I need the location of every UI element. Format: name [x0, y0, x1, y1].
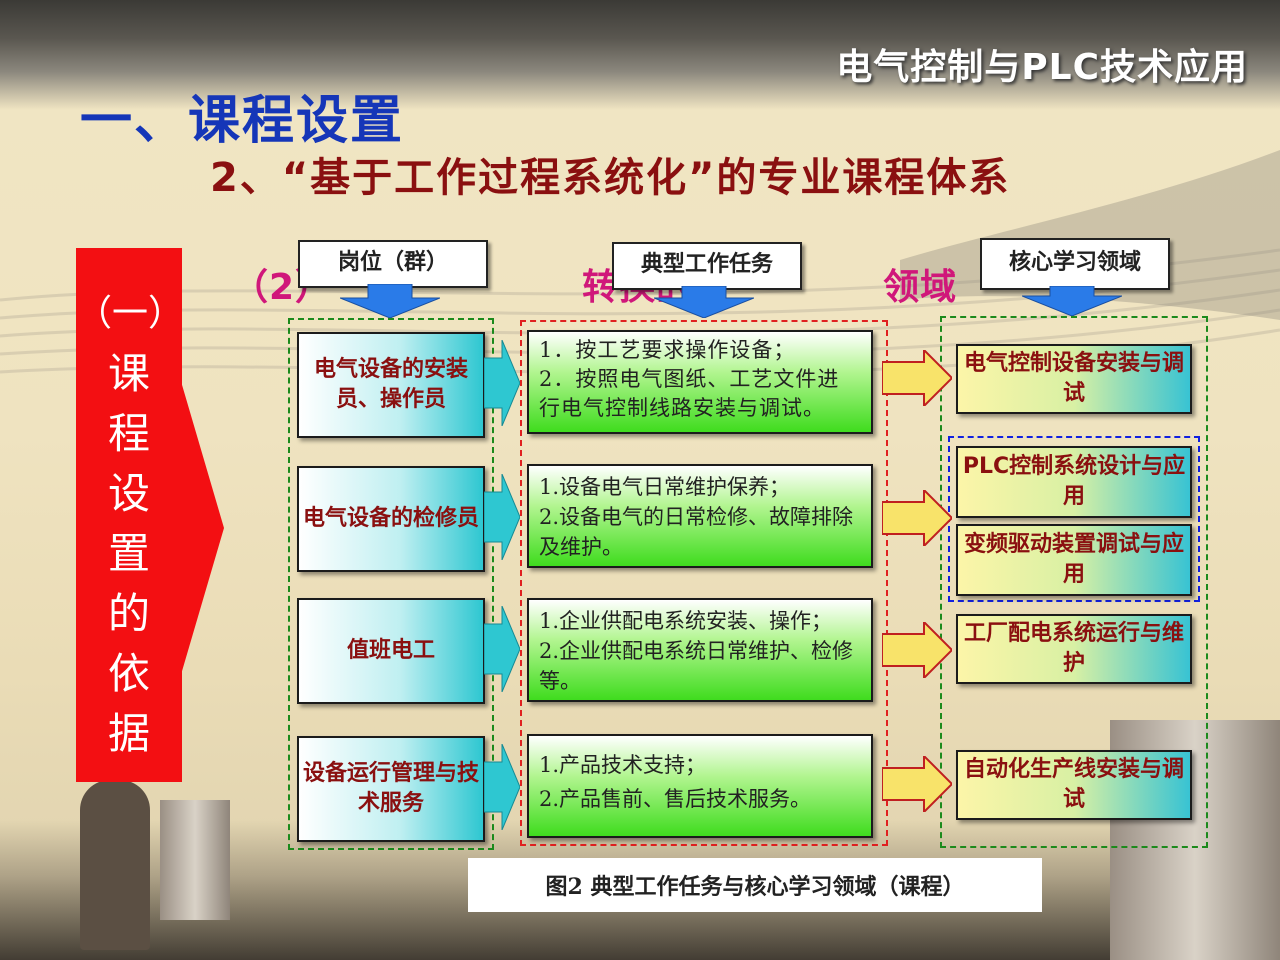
- task-item: 2.产品售前、售后技术服务。: [539, 787, 812, 811]
- right-arrow-icon: [882, 756, 952, 812]
- sub-heading-fragment-2: 领域: [883, 267, 958, 308]
- course-name: 电气控制与PLC技术应用: [836, 47, 1248, 88]
- task-box: 1.企业供配电系统安装、操作； 2.企业供配电系统日常维护、检修等。: [527, 598, 873, 702]
- task-item: 2.企业供配电系统日常维护、检修等。: [539, 639, 854, 693]
- side-label-box: [76, 248, 182, 782]
- right-arrow-icon: [484, 340, 520, 426]
- down-arrow-icon: [340, 284, 440, 318]
- role-box: 电气设备的检修员: [297, 466, 485, 572]
- right-arrow-icon: [882, 490, 952, 546]
- task-item: 1.企业供配电系统安装、操作；: [539, 609, 833, 633]
- roles-group: [288, 318, 494, 850]
- section-subtitle: 2、“基于工作过程系统化”的专业课程体系: [210, 155, 1011, 201]
- task-item: 1．按工艺要求操作设备；: [539, 338, 796, 362]
- task-item: 2．按照电气图纸、工艺文件进行电气控制线路安装与调试。: [539, 367, 840, 420]
- role-box: 设备运行管理与技术服务: [297, 736, 485, 842]
- figure-caption: 图2 典型工作任务与核心学习领域（课程）: [468, 858, 1042, 912]
- learning-area: 自动化生产线安装与调试: [956, 750, 1192, 820]
- side-label: （一） 课 程 设 置 的 依 据: [76, 284, 185, 764]
- side-label-char: 据: [107, 709, 150, 758]
- statue-image: [80, 780, 150, 950]
- side-label-char: 置: [107, 529, 150, 578]
- side-label-char: 课: [107, 349, 150, 398]
- learning-area: 变频驱动装置调试与应用: [956, 524, 1192, 596]
- learning-area: 工厂配电系统运行与维护: [956, 614, 1192, 684]
- learning-area: PLC控制系统设计与应用: [956, 446, 1192, 518]
- header-tasks: 典型工作任务: [612, 242, 802, 290]
- right-arrow-icon: [484, 474, 520, 560]
- task-item: 2.设备电气的日常检修、故障排除及维护。: [539, 505, 854, 559]
- side-label-char: 程: [107, 409, 150, 458]
- learning-area: 电气控制设备安装与调试: [956, 344, 1192, 414]
- down-arrow-icon: [1022, 286, 1122, 316]
- side-label-paren: （一）: [76, 293, 185, 334]
- header-roles: 岗位（群）: [298, 240, 488, 288]
- right-arrow-icon: [882, 350, 952, 406]
- side-label-char: 依: [107, 649, 150, 698]
- role-box: 电气设备的安装员、操作员: [297, 332, 485, 438]
- side-arrow-shape: [180, 378, 224, 678]
- side-label-char: 设: [107, 469, 150, 518]
- right-arrow-icon: [484, 606, 520, 692]
- areas-group: [940, 316, 1208, 848]
- down-arrow-icon: [654, 286, 754, 318]
- right-arrow-icon: [882, 622, 952, 678]
- tasks-group: [520, 320, 888, 846]
- task-box: 1.设备电气日常维护保养； 2.设备电气的日常检修、故障排除及维护。: [527, 464, 873, 568]
- side-label-char: 的: [107, 589, 150, 638]
- right-arrow-icon: [484, 744, 520, 830]
- header-areas: 核心学习领域: [980, 238, 1170, 290]
- task-item: 1.设备电气日常维护保养；: [539, 475, 791, 499]
- role-box: 值班电工: [297, 598, 485, 704]
- task-box: 1．按工艺要求操作设备； 2．按照电气图纸、工艺文件进行电气控制线路安装与调试。: [527, 330, 873, 434]
- task-item: 1.产品技术支持；: [539, 753, 707, 777]
- clocktower-image: [160, 800, 230, 920]
- header-band: [0, 0, 1280, 110]
- task-box: 1.产品技术支持； 2.产品售前、售后技术服务。: [527, 734, 873, 838]
- page-title: 一、课程设置: [80, 91, 405, 151]
